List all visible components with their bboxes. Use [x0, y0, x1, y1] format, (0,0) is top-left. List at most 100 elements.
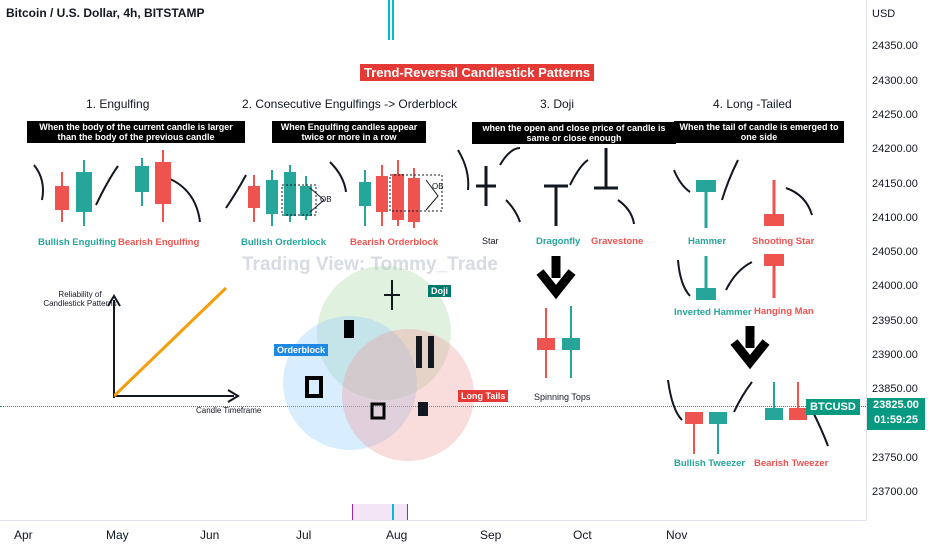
venn-ob-candle [344, 320, 354, 338]
candle-bear [408, 178, 420, 222]
spinning-top-bull [562, 338, 580, 350]
arrow-curve [167, 177, 201, 223]
candle-bear [155, 162, 171, 204]
arrow-curve [673, 169, 691, 193]
label-gravestone: Gravestone [591, 236, 644, 247]
price-tick: 24150.00 [872, 178, 918, 190]
symbol-title: Bitcoin / U.S. Dollar, 4h, BITSTAMP [6, 6, 205, 20]
price-tick: 24200.00 [872, 143, 918, 155]
price-tick: 23750.00 [872, 452, 918, 464]
desc-orderblock: When Engulfing candles appear twice or m… [272, 121, 426, 143]
label-inverted-hammer: Inverted Hammer [674, 307, 752, 318]
currency-label: USD [872, 8, 896, 20]
label-bearish-engulfing: Bearish Engulfing [118, 237, 200, 248]
time-axis[interactable] [0, 520, 866, 551]
reliability-ylabel: Reliability of Candlestick Patterns [43, 290, 117, 308]
tweezer [789, 408, 807, 420]
section-title-orderblock: 2. Consecutive Engulfings -> Orderblock [242, 97, 458, 111]
venn-center-candle [370, 402, 386, 420]
venn-tag-doji: Doji [428, 285, 451, 297]
label-shooting-star: Shooting Star [752, 236, 815, 247]
price-tick: 24050.00 [872, 246, 918, 258]
arrow-curve [95, 165, 119, 206]
arrow-curve [33, 164, 44, 201]
down-arrow [536, 256, 576, 300]
month-label: Jul [296, 528, 312, 542]
month-label: Oct [573, 528, 592, 542]
arrow-curve [499, 147, 521, 166]
month-label: May [106, 528, 129, 542]
month-label: Sep [480, 528, 502, 542]
main-title: Trend-Reversal Candlestick Patterns [360, 64, 595, 81]
price-tick: 24300.00 [872, 75, 918, 87]
candle-bear [248, 186, 260, 208]
time-range-highlight [352, 504, 408, 520]
ob-bracket [309, 187, 325, 213]
month-label: Nov [666, 528, 688, 542]
month-label: Aug [386, 528, 408, 542]
arrow-curve [617, 199, 635, 225]
candle-bull [266, 180, 278, 214]
candle-bear [392, 174, 404, 220]
label-bullish-tweezer: Bullish Tweezer [674, 458, 746, 469]
label-hammer: Hammer [688, 236, 727, 247]
tweezer [765, 408, 783, 420]
arrow-curve [569, 159, 589, 186]
candle-bull [135, 166, 149, 192]
arrow-curve [505, 199, 521, 223]
price-axis[interactable] [866, 0, 932, 520]
section-title-long-tailed: 4. Long -Tailed [713, 97, 792, 111]
current-price-value: 23825.00 [873, 399, 919, 411]
arrow-curve [721, 159, 739, 201]
arrow-curve [329, 161, 347, 193]
bar-countdown: 01:59:25 [873, 414, 919, 426]
watermark: Trading View: Tommy_Trade [242, 254, 498, 275]
arrow-curve [733, 381, 753, 413]
ob-zone [389, 174, 443, 212]
arrow-curve [457, 149, 470, 191]
venn-circle-long-tails [342, 329, 474, 461]
candle-bear [376, 176, 388, 212]
venn-tag-long-tails: Long Tails [458, 390, 509, 402]
candle-bull [284, 172, 296, 216]
spinning-top-bear [537, 338, 555, 350]
label-dragonfly: Dragonfly [536, 236, 581, 247]
price-tick: 24000.00 [872, 280, 918, 292]
month-label: Apr [14, 528, 33, 542]
arrow-curve [785, 187, 813, 216]
tweezer [709, 412, 727, 424]
price-tick: 23900.00 [872, 349, 918, 361]
price-tick: 23850.00 [872, 383, 918, 395]
pattern-illustrations [33, 147, 829, 461]
label-hanging-man: Hanging Man [754, 306, 814, 317]
reliability-line [114, 286, 228, 398]
label-bearish-orderblock: Bearish Orderblock [350, 237, 439, 248]
price-tick: 23950.00 [872, 315, 918, 327]
ob-bracket [425, 179, 439, 211]
down-arrow [730, 326, 770, 370]
desc-doji: when the open and close price of candle … [472, 122, 676, 144]
label-bullish-engulfing: Bullish Engulfing [38, 237, 117, 248]
reliability-chart [114, 286, 228, 398]
top-marker-left [388, 0, 390, 40]
arrow-curve [725, 261, 753, 291]
price-tick: 23700.00 [872, 486, 918, 498]
arrow-curve [667, 379, 683, 421]
arrow-curve [811, 409, 829, 447]
venn-lt-candle [418, 402, 428, 416]
desc-engulfing: When the body of the current candle is l… [27, 121, 245, 143]
ob-zone [281, 184, 317, 216]
label-spinning-tops: Spinning Tops [534, 392, 591, 402]
arrow-curve [677, 259, 691, 297]
arrow-curve [225, 174, 247, 209]
candle-bear [55, 186, 69, 210]
label-ob: OB [432, 182, 444, 191]
section-title-doji: 3. Doji [540, 97, 575, 111]
venn-ob-candle [305, 376, 323, 398]
candle-bull [359, 182, 371, 206]
tweezer [685, 412, 703, 424]
reliability-xlabel: Candle Timeframe [196, 406, 262, 415]
candle-bull [300, 186, 312, 216]
price-tick: 24100.00 [872, 212, 918, 224]
time-marker [392, 504, 394, 520]
